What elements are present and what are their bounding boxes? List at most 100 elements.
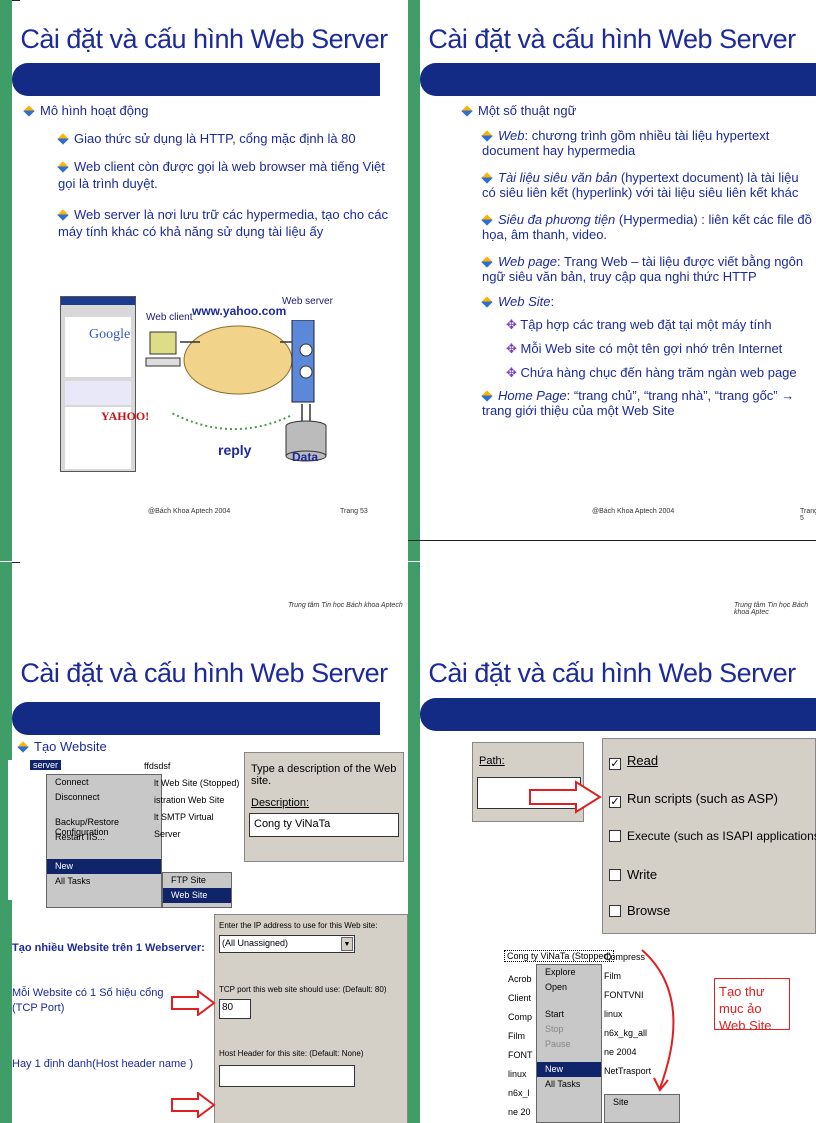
title-bar [420,698,816,731]
new-submenu: Site [604,1094,680,1123]
tree-server-node[interactable]: server [30,760,62,770]
browse-checkbox[interactable]: Browse [609,903,670,918]
header-note: Trung tâm Tin học Bách khoa Aptec [734,602,809,616]
tree-item[interactable]: n6x_l [508,1088,530,1098]
host-header-input[interactable] [219,1065,355,1087]
term-hypermedia: Siêu đa phương tiện (Hypermedia) : liên … [481,212,812,242]
term-web: Web: chương trình gồm nhiều tài liệu hyp… [481,128,770,158]
submenu-site[interactable]: Site [613,1097,629,1107]
term-webpage: Web page: Trang Web – tài liệu được viết… [481,254,804,284]
sub-item-2: ✥ Mỗi Web site có một tên gợi nhớ trên I… [506,341,783,356]
term-homepage: Home Page: “trang chủ”, “trang nhà”, “tr… [481,388,795,418]
term-hypertext: Tài liệu siêu văn bản (hypertext documen… [481,170,799,200]
footer-left: @Bách Khoa Aptech 2004 [148,508,231,515]
tree-item[interactable]: FONT [508,1050,533,1060]
title-bar [12,63,380,96]
bullet-3: Web client còn được gọi là web browser m… [57,159,385,191]
desc-prompt: Type a description of the Web site. [251,763,397,787]
menu-all-tasks[interactable]: All Tasks [545,1079,581,1089]
slide-3: Trung tâm Tin học Bách khoa Aptech Cài đ… [0,562,408,1123]
folder-item[interactable]: Compress [604,952,646,962]
slide-title: Cài đặt và cấu hình Web Server [20,24,388,54]
slide-title: Cài đặt và cấu hình Web Server [20,658,388,688]
sub-item-3: ✥ Chứa hàng chục đến hàng trăm ngàn web … [506,365,797,380]
tree-selected-node[interactable]: Cong ty ViNaTa (Stopped) [504,950,615,962]
ip-prompt: Enter the IP address to use for this Web… [219,921,378,930]
menu-open[interactable]: Open [545,982,568,992]
menu-new[interactable]: New [47,859,161,874]
folder-item[interactable]: n6x_kg_all [604,1028,648,1038]
read-checkbox[interactable]: ✓Read [609,753,659,770]
reply-label: reply [218,442,252,458]
bullet-tao-website: Tạo Website [17,738,107,755]
tree-item[interactable]: linux [508,1069,527,1079]
slide-title: Cài đặt và cấu hình Web Server [428,658,796,688]
menu-all-tasks[interactable]: All Tasks [55,876,91,886]
data-label: Data [292,450,319,464]
menu-connect[interactable]: Connect [55,777,89,787]
run-scripts-checkbox[interactable]: ✓Run scripts (such as ASP) [609,791,778,808]
permissions-panel: ✓Read ✓Run scripts (such as ASP) Execute… [602,738,816,934]
browser-screenshot: Google YAHOO! [60,296,149,472]
menu-pause[interactable]: Pause [545,1039,571,1049]
network-diagram [145,320,327,462]
footer-right: Trang 53 [340,508,368,515]
slide-1: Cài đặt và cấu hình Web Server Mô hình h… [0,0,408,561]
folder-item[interactable]: FONTVNI [604,990,644,1000]
bullet-1: Mô hình hoạt động [23,102,384,119]
site-list: ffdsdsf lt Web Site (Stopped) istration … [130,758,240,843]
folder-item[interactable]: Film [604,971,621,981]
term-website: Web Site: [481,294,814,309]
ip-port-dialog: Enter the IP address to use for this Web… [214,914,408,1123]
menu-new[interactable]: New [537,1062,601,1077]
description-input[interactable]: Cong ty ViNaTa [249,813,399,837]
menu-explore[interactable]: Explore [545,967,576,977]
port-prompt: TCP port this web site should use: (Defa… [219,985,387,994]
submenu-ftp-site[interactable]: FTP Site [171,875,206,885]
tree-item[interactable]: Client [508,993,532,1003]
tree-item[interactable]: Film [508,1031,525,1041]
menu-start[interactable]: Start [545,1009,565,1019]
folder-context-menu: Explore Open Start Stop Pause New All Ta… [536,964,602,1123]
url-label: www.yahoo.com [192,304,287,318]
red-arrow [171,990,216,1016]
note-tcp-port: Mỗi Website có 1 Số hiệu cổng (TCP Port) [12,987,164,1014]
slide-2: Cài đặt và cấu hình Web Server Một số th… [408,0,816,561]
folder-item[interactable]: ne 2004 [604,1047,637,1057]
tree-item[interactable]: Comp [508,1012,533,1022]
port-input[interactable]: 80 [219,999,251,1019]
red-arrow [529,780,602,814]
bullet-4: Web server là nơi lưu trữ các hypermedia… [57,207,388,239]
menu-disconnect[interactable]: Disconnect [55,792,100,802]
write-checkbox[interactable]: Write [609,867,657,882]
desc-label: Description: [251,797,310,809]
header-note: Trung tâm Tin học Bách khoa Aptech [288,602,403,609]
green-stripe [408,562,420,1123]
tree-item[interactable]: Acrob [508,974,532,984]
menu-backup[interactable]: Backup/Restore Configuration [55,817,120,837]
ip-select[interactable]: (All Unassigned)▼ [219,935,355,953]
web-client-label: Web client [146,312,193,323]
bullet-2: Giao thức sử dụng là HTTP, cổng mặc định… [57,130,388,147]
tree-item[interactable]: ne 20 [508,1107,531,1117]
folder-item[interactable]: NetTrasport [604,1066,652,1076]
context-menu: Connect Disconnect Backup/Restore Config… [46,774,162,908]
note-multiple-sites: Tạo nhiều Website trên 1 Webserver: [12,942,205,954]
sub-item-1: ✥ Tập hợp các trang web đặt tại một máy … [506,317,772,332]
folder-item[interactable]: linux [604,1009,623,1019]
site-list-item[interactable]: lt Web Site (Stopped) [154,778,240,788]
site-list-item[interactable]: ffdsdsf [144,761,171,771]
menu-restart[interactable]: Restart IIS... [55,832,106,842]
new-submenu: FTP Site Web Site [162,872,232,908]
callout-box: Tạo thư mục ảo Web Site [714,978,790,1033]
site-list-item[interactable]: lt SMTP Virtual Server [154,812,214,839]
menu-stop[interactable]: Stop [545,1024,564,1034]
red-arrow [171,1092,216,1118]
description-dialog: Type a description of the Web site. Desc… [244,752,404,862]
site-list-item[interactable]: istration Web Site [154,795,225,805]
execute-checkbox[interactable]: Execute (such as ISAPI applications or C… [609,829,816,843]
submenu-web-site[interactable]: Web Site [163,888,231,903]
host-prompt: Host Header for this site: (Default: Non… [219,1049,364,1058]
web-server-label: Web server [282,296,333,307]
footer-left: @Bách Khoa Aptech 2004 [592,508,675,515]
